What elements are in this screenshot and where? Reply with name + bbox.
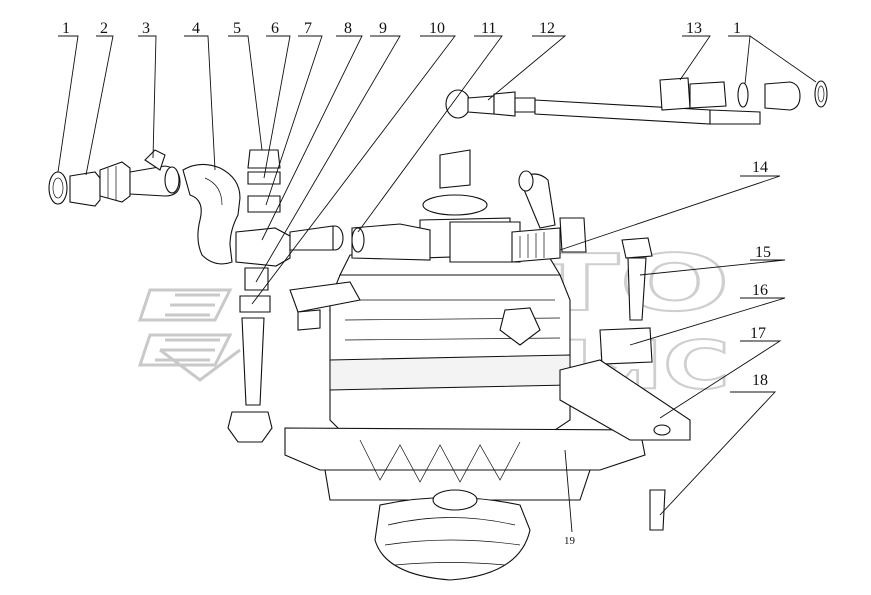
pipe-12	[493, 91, 516, 117]
callout-16: 16	[752, 282, 768, 299]
callout-15: 15	[755, 244, 771, 261]
callout-12: 12	[539, 20, 555, 37]
callout-13: 13	[686, 20, 702, 37]
seal-ring-1b	[737, 82, 749, 108]
alternator-body	[284, 149, 646, 581]
callout-2: 2	[100, 20, 108, 37]
callout-17: 17	[750, 325, 766, 342]
callout-1b: 1	[733, 20, 741, 37]
seal-ring-1	[48, 171, 68, 205]
callout-18: 18	[752, 372, 768, 389]
bolt-15	[621, 237, 653, 259]
callout-6: 6	[271, 20, 279, 37]
callout-19: 19	[564, 535, 576, 547]
outlet-pipe-assembly	[445, 77, 828, 125]
callout-7: 7	[304, 20, 312, 37]
rubber-hose-4	[182, 163, 241, 265]
pipe-end-eye	[445, 89, 471, 119]
callout-labels: 1 2 3 4 5 6 7 8 9 10 11 12 13 1 14 15 16…	[62, 20, 771, 547]
callout-10: 10	[429, 20, 445, 37]
callout-3: 3	[142, 20, 150, 37]
callout-8: 8	[344, 20, 352, 37]
banjo-fitting-7	[235, 227, 291, 267]
bolt-18	[649, 489, 666, 531]
watermark-emblem	[137, 288, 241, 382]
callout-9: 9	[379, 20, 387, 37]
banjo-bolt-8	[244, 267, 269, 291]
callout-14: 14	[752, 159, 768, 176]
washer-9	[239, 295, 271, 313]
mounting-bracket	[559, 237, 691, 531]
bracket-17	[559, 359, 691, 441]
union-nut-13	[659, 77, 691, 111]
callout-1: 1	[62, 20, 70, 37]
leader-lines	[57, 35, 817, 533]
callout-5: 5	[233, 20, 241, 37]
union-nut-2	[69, 171, 101, 207]
callout-11: 11	[481, 20, 496, 37]
spacer-16	[599, 327, 653, 365]
hose-clamp-5	[247, 149, 281, 169]
callout-4: 4	[192, 20, 200, 37]
